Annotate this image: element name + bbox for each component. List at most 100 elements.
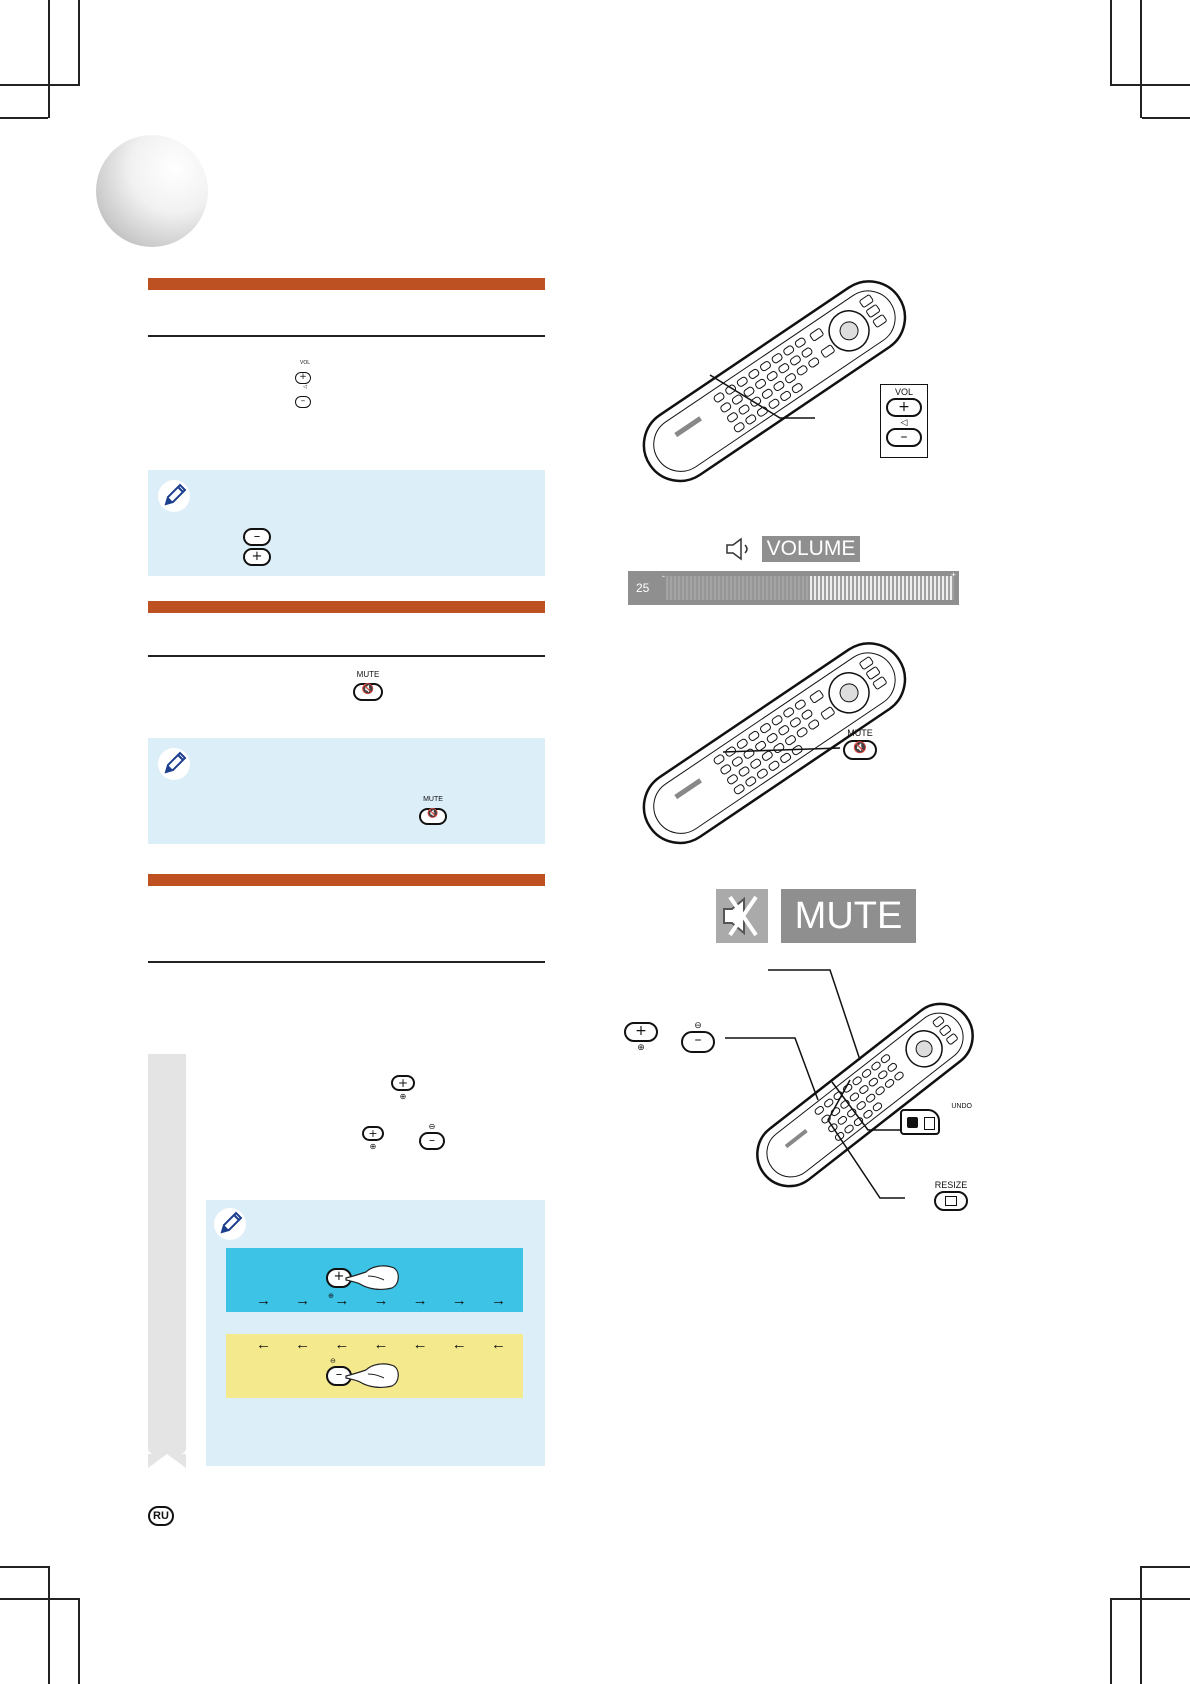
resize-icon — [945, 1195, 957, 1206]
undo-key-icon — [924, 1117, 935, 1130]
remote-control-volume — [642, 280, 907, 483]
chapter-circle — [96, 135, 208, 247]
crop-mark — [0, 117, 48, 119]
crop-mark — [0, 1566, 48, 1568]
undo-key-icon — [907, 1117, 918, 1128]
undo-button[interactable] — [900, 1109, 940, 1135]
mute-osd-title: MUTE — [781, 889, 916, 943]
zoom-magnifier-icon: ⊕ — [637, 1042, 645, 1052]
zoom-out-panel: ← ← ← ← ← ← ← ⊖ – — [226, 1334, 523, 1398]
resize-callout: RESIZE — [928, 1180, 974, 1211]
mute-button-inline: MUTE 🔇 — [350, 670, 386, 701]
zoom-out-button[interactable]: – — [419, 1132, 445, 1150]
resize-button[interactable] — [934, 1191, 968, 1211]
volume-osd-title: VOLUME — [762, 536, 860, 562]
remote-control-zoom — [756, 1002, 974, 1188]
arrow-left-icon: ← — [334, 1336, 350, 1353]
volume-plus-label: + — [950, 570, 956, 580]
vol-callout: VOL + ◁ – — [880, 384, 928, 458]
arrow-right-icon: → — [373, 1292, 389, 1309]
crop-mark — [0, 1598, 80, 1600]
note-box-volume: – + — [148, 464, 545, 576]
zoom-magnifier-icon: ⊖ — [330, 1358, 336, 1365]
volume-track[interactable] — [666, 576, 954, 600]
crop-mark — [48, 0, 50, 118]
zoom-magnifier-icon: ⊕ — [399, 1092, 407, 1101]
minus-button-note[interactable]: – — [243, 528, 271, 546]
crop-mark — [1142, 117, 1190, 119]
zoom-out-button[interactable]: – — [681, 1031, 715, 1053]
zoom-out-button-inline: ⊖ – — [418, 1122, 446, 1150]
vol-minus-button[interactable]: – — [886, 428, 922, 447]
crop-mark — [1110, 0, 1112, 85]
mute-button[interactable]: 🔇 — [843, 740, 877, 760]
resize-label: RESIZE — [934, 1180, 968, 1190]
crop-mark — [0, 84, 80, 86]
crop-mark — [1110, 1598, 1112, 1684]
arrow-right-icon: → — [412, 1292, 428, 1309]
volume-fill — [810, 576, 954, 600]
zoom-magnifier-icon: ⊖ — [694, 1020, 702, 1030]
pencil-icon — [158, 480, 190, 512]
zoom-out-callout: ⊖ – — [680, 1020, 716, 1053]
crop-mark — [78, 0, 80, 85]
crop-mark — [1110, 84, 1190, 86]
zoom-in-button[interactable]: + — [624, 1022, 658, 1042]
arrow-left-icon: ← — [295, 1336, 311, 1353]
step-strip — [148, 1054, 186, 1468]
section-bar-mute — [148, 601, 545, 613]
zoom-in-button[interactable]: + — [391, 1075, 415, 1091]
mute-callout: MUTE 🔇 — [840, 728, 880, 760]
arrow-right-icon: → — [490, 1292, 506, 1309]
mute-speaker-icon — [716, 889, 768, 943]
zoom-in-button[interactable]: + — [362, 1126, 384, 1141]
speaker-icon — [724, 536, 756, 562]
arrow-left-icon: ← — [490, 1336, 506, 1353]
vol-button-inline: VOL + ◁ – — [295, 360, 315, 408]
volume-value: 25 — [636, 581, 650, 595]
note-box-zoom: + ⊕ → → → → → → → ← ← ← ← ← ← ← ⊖ – — [206, 1194, 545, 1466]
section-bar-zoom — [148, 874, 545, 886]
section-rule — [148, 335, 545, 337]
mute-button-note[interactable]: 🔇 — [419, 808, 447, 825]
vol-label: VOL — [894, 387, 913, 397]
zoom-in-panel: + ⊕ → → → → → → → — [226, 1248, 523, 1312]
vol-plus-button[interactable]: + — [886, 398, 922, 417]
section-bar-volume — [148, 278, 545, 290]
note-box-mute: MUTE 🔇 — [148, 732, 545, 844]
hand-icon — [345, 1363, 399, 1388]
crop-mark — [78, 1598, 80, 1684]
vol-plus-button[interactable]: + — [295, 372, 311, 384]
pencil-icon — [214, 1208, 246, 1240]
zoom-in-button-inline: + ⊕ — [390, 1074, 416, 1101]
undo-label: UNDO — [951, 1103, 972, 1110]
arrow-left-icon: ← — [412, 1336, 428, 1353]
mute-label: MUTE — [356, 670, 380, 679]
mute-button[interactable]: 🔇 — [353, 683, 383, 701]
zoom-in-callout: + ⊕ — [623, 1022, 659, 1053]
plus-button-note[interactable]: + — [243, 548, 271, 566]
arrow-left-icon: ← — [451, 1336, 467, 1353]
arrow-right-icon: → — [295, 1292, 311, 1309]
section-rule — [148, 655, 545, 657]
vol-label: VOL — [299, 360, 310, 366]
remote-control-mute — [642, 642, 907, 845]
zoom-magnifier-icon: ⊕ — [369, 1142, 377, 1151]
volume-minus-label: - — [662, 571, 665, 581]
crop-mark — [1142, 1566, 1190, 1568]
arrow-right-icon: → — [451, 1292, 467, 1309]
volume-osd-bar: 25 - + — [628, 570, 959, 605]
hand-icon — [345, 1265, 399, 1290]
arrow-left-icon: ← — [256, 1336, 271, 1353]
section-rule — [148, 961, 545, 963]
vol-triangle-icon: ◁ — [900, 417, 908, 427]
zoom-magnifier-icon: ⊕ — [328, 1293, 334, 1300]
arrow-right-icon: → — [256, 1292, 271, 1309]
crop-mark — [1110, 1598, 1190, 1600]
vol-minus-button[interactable]: – — [295, 396, 311, 408]
arrow-left-icon: ← — [373, 1336, 389, 1353]
crop-mark — [48, 1566, 50, 1684]
crop-mark — [1140, 1566, 1142, 1684]
pencil-icon — [158, 748, 190, 780]
undo-callout: UNDO — [900, 1103, 972, 1137]
